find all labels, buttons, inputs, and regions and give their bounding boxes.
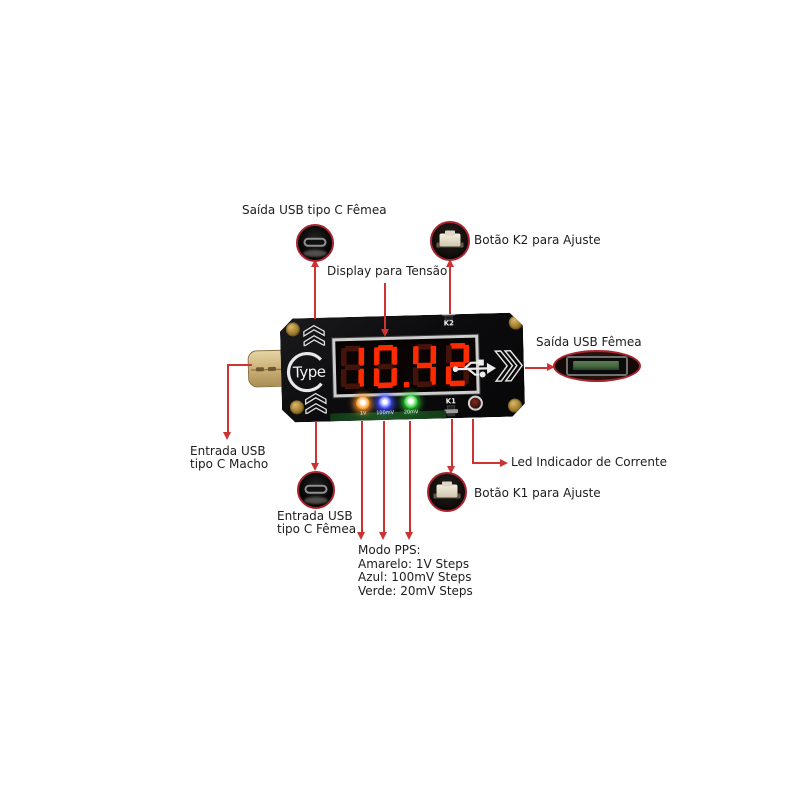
k1-button-tip <box>447 413 455 416</box>
leader-usbc-out <box>314 266 316 319</box>
k2-silkscreen-label: K2 <box>443 319 455 328</box>
arrowhead <box>379 532 387 540</box>
pps-line: Verde: 20mV Steps <box>358 583 473 598</box>
label-line: tipo C Macho <box>190 457 269 471</box>
device-board: Type K2 K1 <box>280 312 526 422</box>
leader-input-male-v <box>227 364 229 432</box>
screw-top-right <box>509 315 523 329</box>
label-line: Entrada USB <box>190 444 266 458</box>
voltage-display <box>332 335 479 398</box>
usba-tongue <box>573 361 619 370</box>
arrowhead <box>446 259 454 267</box>
label-usb-out: Saída USB Fêmea <box>536 335 642 349</box>
port-shine <box>304 497 328 504</box>
port-shine <box>303 250 327 257</box>
leader-led-yellow <box>361 421 363 532</box>
pps-led-yellow <box>356 396 370 410</box>
led-label-1v: 1V <box>359 410 367 417</box>
k2-button-photo <box>430 221 470 261</box>
label-input-female: Entrada USB tipo C Fêmea <box>277 510 356 536</box>
led-label-100mv: 100mV <box>376 409 395 417</box>
usba-female-port-photo <box>553 350 641 382</box>
leader-input-male-h <box>228 364 252 366</box>
logo-text: Type <box>292 363 326 382</box>
arrowhead <box>447 466 455 474</box>
button-tab <box>442 481 452 487</box>
pps-led-green <box>404 395 418 409</box>
arrowhead <box>500 459 508 467</box>
leader-k1 <box>451 419 453 466</box>
seven-seg-svg <box>335 338 476 395</box>
pps-line: Modo PPS: <box>358 543 421 557</box>
current-indicator-led <box>468 395 483 410</box>
arrowhead <box>405 532 413 540</box>
plug-notch <box>267 366 276 372</box>
screw-bottom-right <box>508 398 522 412</box>
label-k1: Botão K1 para Ajuste <box>474 486 601 500</box>
chevron-up-icon <box>302 324 327 347</box>
usbc-female-port-photo <box>296 224 334 262</box>
chevron-up-icon <box>304 392 329 415</box>
chevron-right-icon <box>493 347 524 384</box>
arrowhead <box>223 432 231 440</box>
usbc-opening <box>304 484 328 494</box>
label-line: Entrada USB <box>277 509 353 523</box>
usbc-opening <box>303 237 327 247</box>
leader-led-green <box>409 421 411 532</box>
leader-usb-out <box>525 367 547 369</box>
type-c-logo: Type <box>285 348 340 395</box>
label-k2: Botão K2 para Ajuste <box>474 233 601 247</box>
label-current-led: Led Indicador de Corrente <box>511 455 668 469</box>
pps-line: Amarelo: 1V Steps <box>358 556 470 571</box>
arrowhead <box>381 329 389 337</box>
pps-line: Azul: 100mV Steps <box>358 570 472 584</box>
arrowhead <box>357 532 365 540</box>
label-line: tipo C Fêmea <box>277 522 357 536</box>
arrowhead <box>311 463 319 471</box>
leader-input-female <box>315 421 317 463</box>
leader-current-led-v <box>472 419 474 464</box>
arrowhead <box>547 363 555 371</box>
pps-led-blue <box>378 396 392 410</box>
leader-display <box>384 283 386 329</box>
arrowhead <box>311 259 319 267</box>
k1-button-photo <box>427 472 467 512</box>
button-body <box>439 233 461 247</box>
leader-k2 <box>449 266 451 314</box>
label-display: Display para Tensão <box>327 264 448 278</box>
led-label-20mv: 20mV <box>403 409 419 416</box>
button-body <box>436 484 458 498</box>
label-usbc-out: Saída USB tipo C Fêmea <box>242 203 387 217</box>
label-pps-modes: Modo PPS: Amarelo: 1V Steps Azul: 100mV … <box>358 543 473 598</box>
usb-trident-icon <box>451 356 498 381</box>
plug-notch <box>255 367 264 372</box>
usb-c-male-plug <box>247 349 287 388</box>
button-tab <box>445 230 455 236</box>
screw-top-left <box>286 322 300 336</box>
label-input-male: Entrada USB tipo C Macho <box>190 445 268 471</box>
usb-tester-device: Type K2 K1 <box>247 311 527 428</box>
leader-led-blue <box>383 421 385 532</box>
usbc-female-port-photo <box>297 471 335 509</box>
usba-shell <box>566 356 628 376</box>
screw-bottom-left <box>290 400 304 414</box>
leader-current-led-h <box>472 462 500 464</box>
